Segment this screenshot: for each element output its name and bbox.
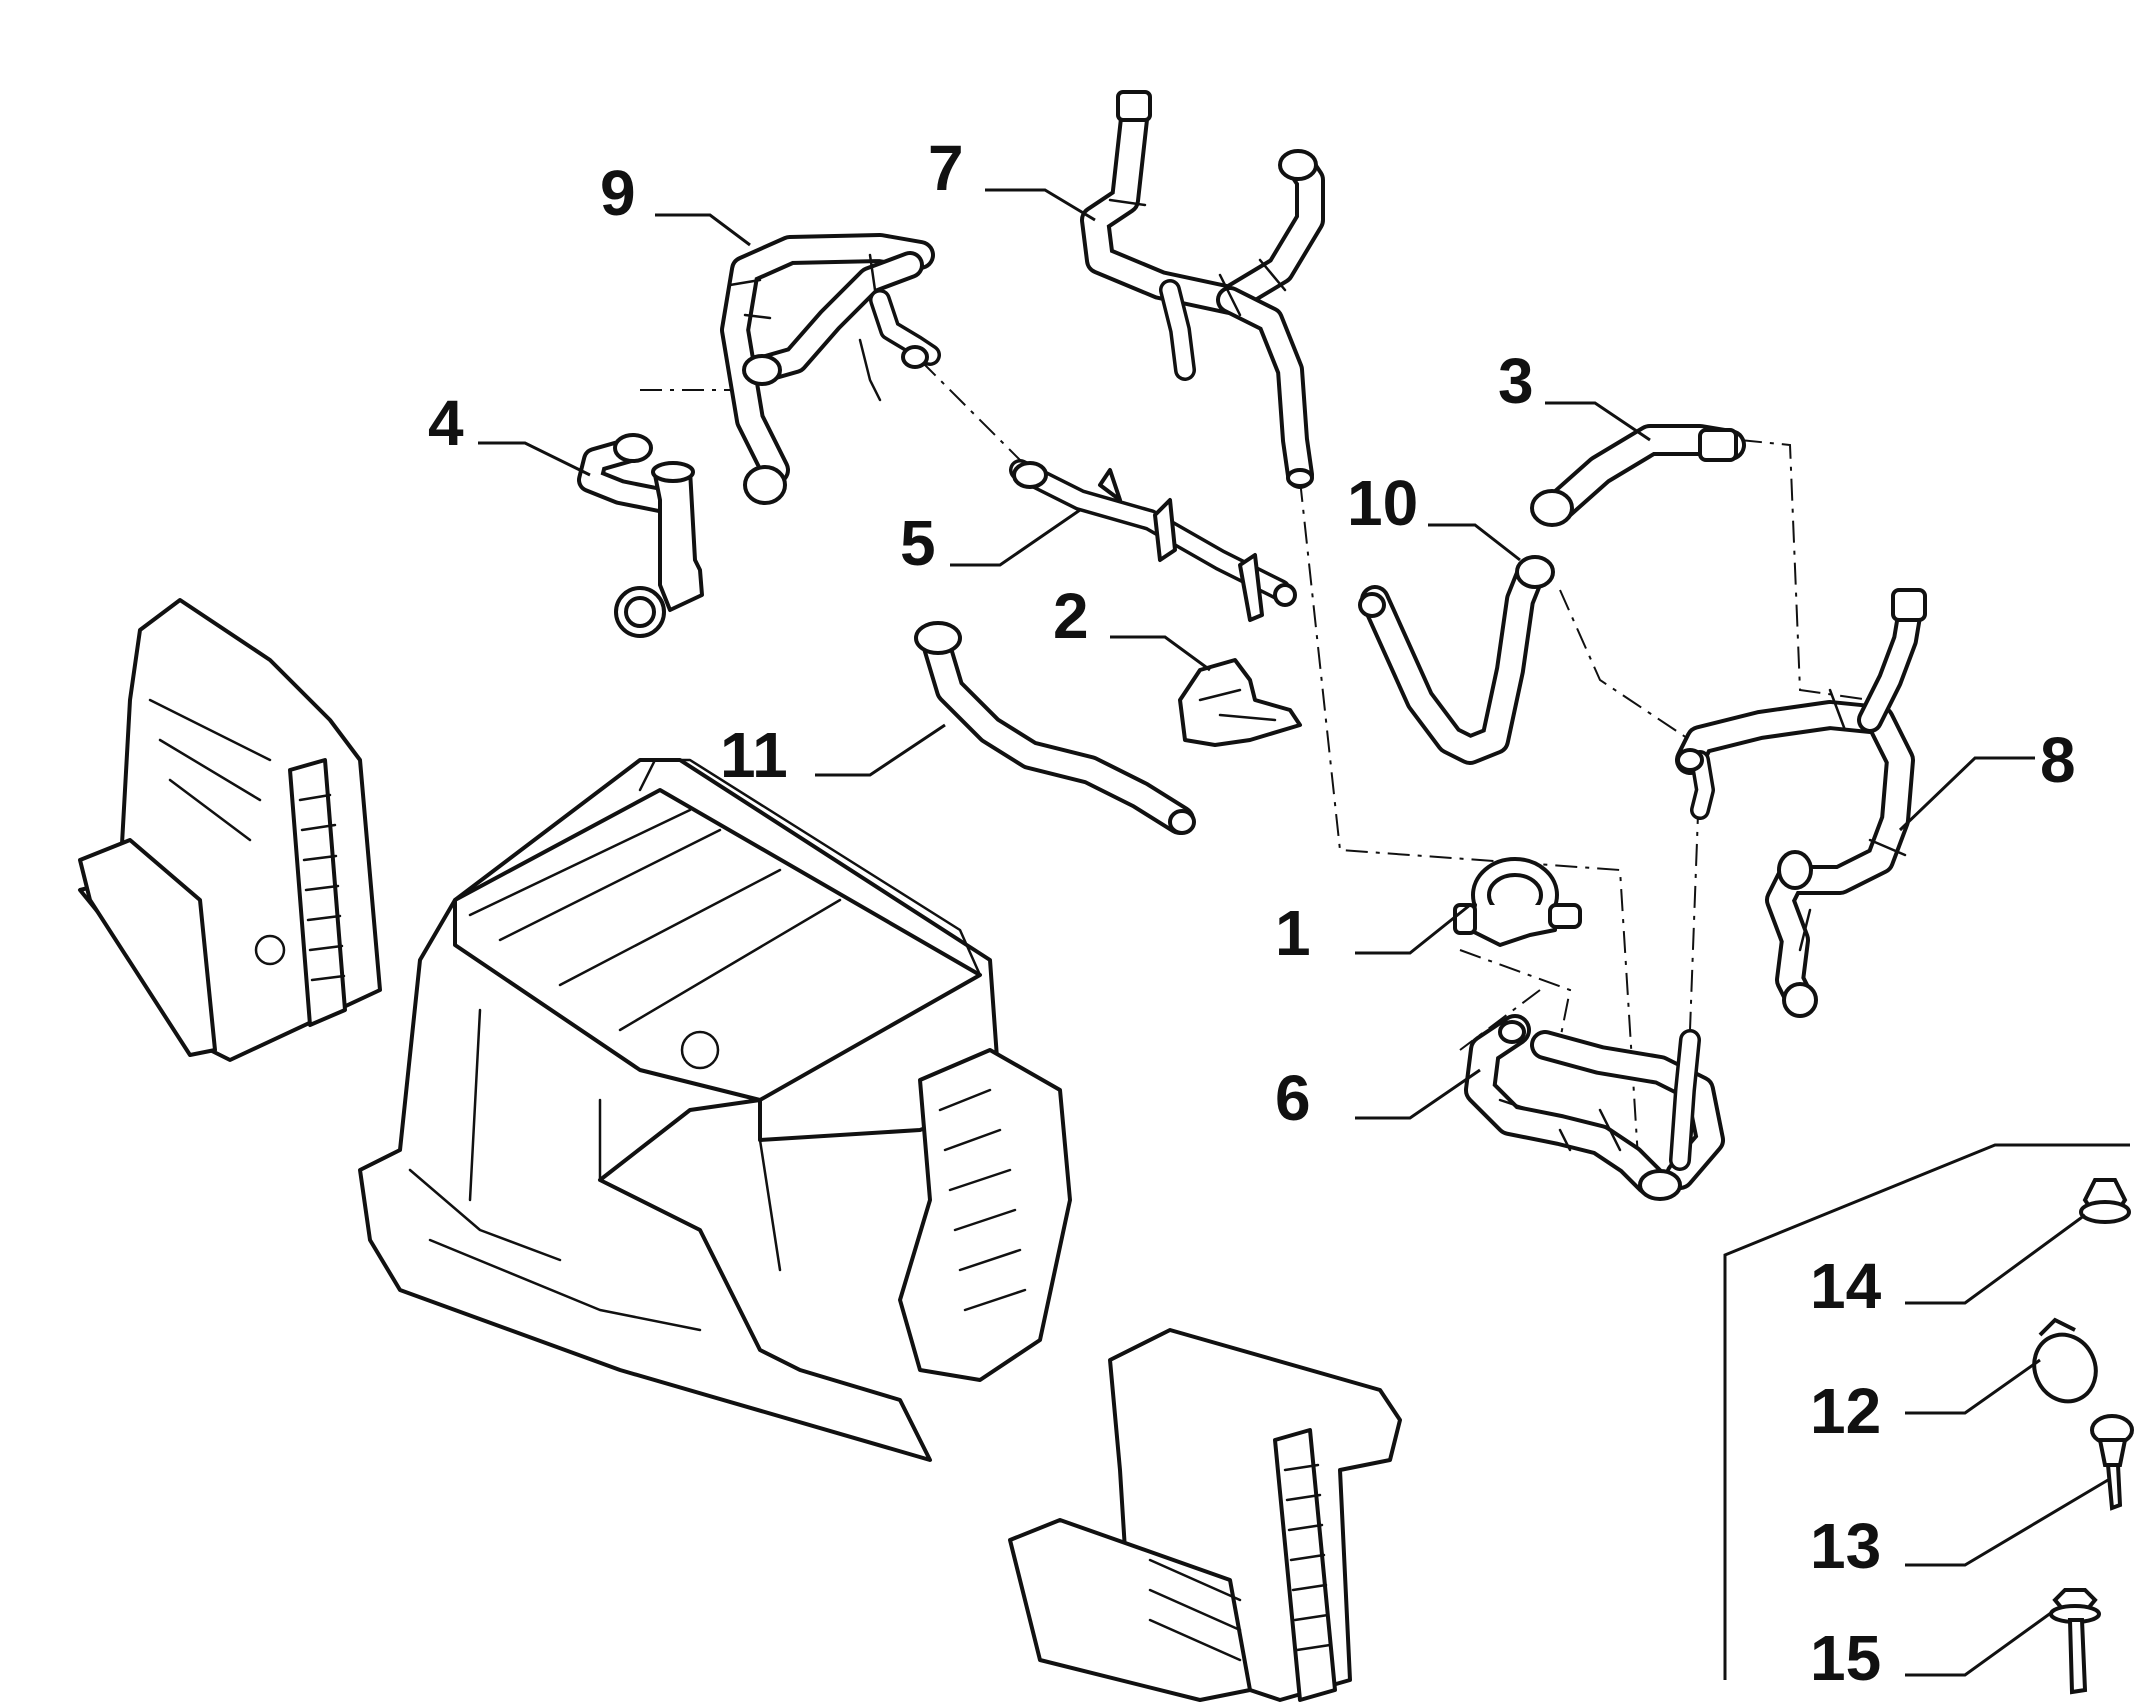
callout-13: 13 [1810,1510,1881,1582]
callout-15: 15 [1810,1622,1881,1694]
assembly-guide-lines [640,359,1871,1191]
fastener-box-frame [1723,1143,2130,1680]
bolt-13 [2090,1414,2134,1511]
callout-7: 7 [928,132,964,204]
right-side-panel [1008,1328,1402,1702]
callout-5: 5 [900,507,936,579]
hose-11 [914,621,1196,835]
callout-3: 3 [1498,345,1534,417]
hose-3 [1530,424,1746,527]
hose-assembly-7 [1080,90,1325,489]
hose-assembly-6 [1464,1014,1725,1201]
callout-1: 1 [1275,897,1311,969]
left-side-panel [78,598,382,1062]
metal-pipe-5 [1009,459,1297,622]
hose-clamp-12 [2032,1317,2098,1404]
callout-10: 10 [1347,467,1418,539]
bracket-2 [1178,658,1302,747]
water-pump-1 [1453,857,1582,947]
nut-14 [2079,1178,2131,1224]
callout-6: 6 [1275,1062,1311,1134]
hose-assembly-8 [1675,588,1927,1018]
hose-10 [1358,555,1555,765]
callout-9: 9 [600,157,636,229]
hose-elbow-4 [577,433,704,638]
hose-assembly-9 [720,233,941,505]
callout-14: 14 [1810,1250,1882,1322]
callout-12: 12 [1810,1375,1881,1447]
callout-leader-lines [478,188,2109,1677]
callout-11: 11 [720,719,788,791]
callout-8: 8 [2040,724,2076,796]
callout-labels: 1 2 3 4 5 6 7 8 9 10 11 12 13 14 15 [428,132,2076,1694]
callout-4: 4 [428,387,464,459]
bolt-15 [2049,1588,2101,1695]
callout-2: 2 [1053,580,1089,652]
front-end-module [358,758,1072,1462]
